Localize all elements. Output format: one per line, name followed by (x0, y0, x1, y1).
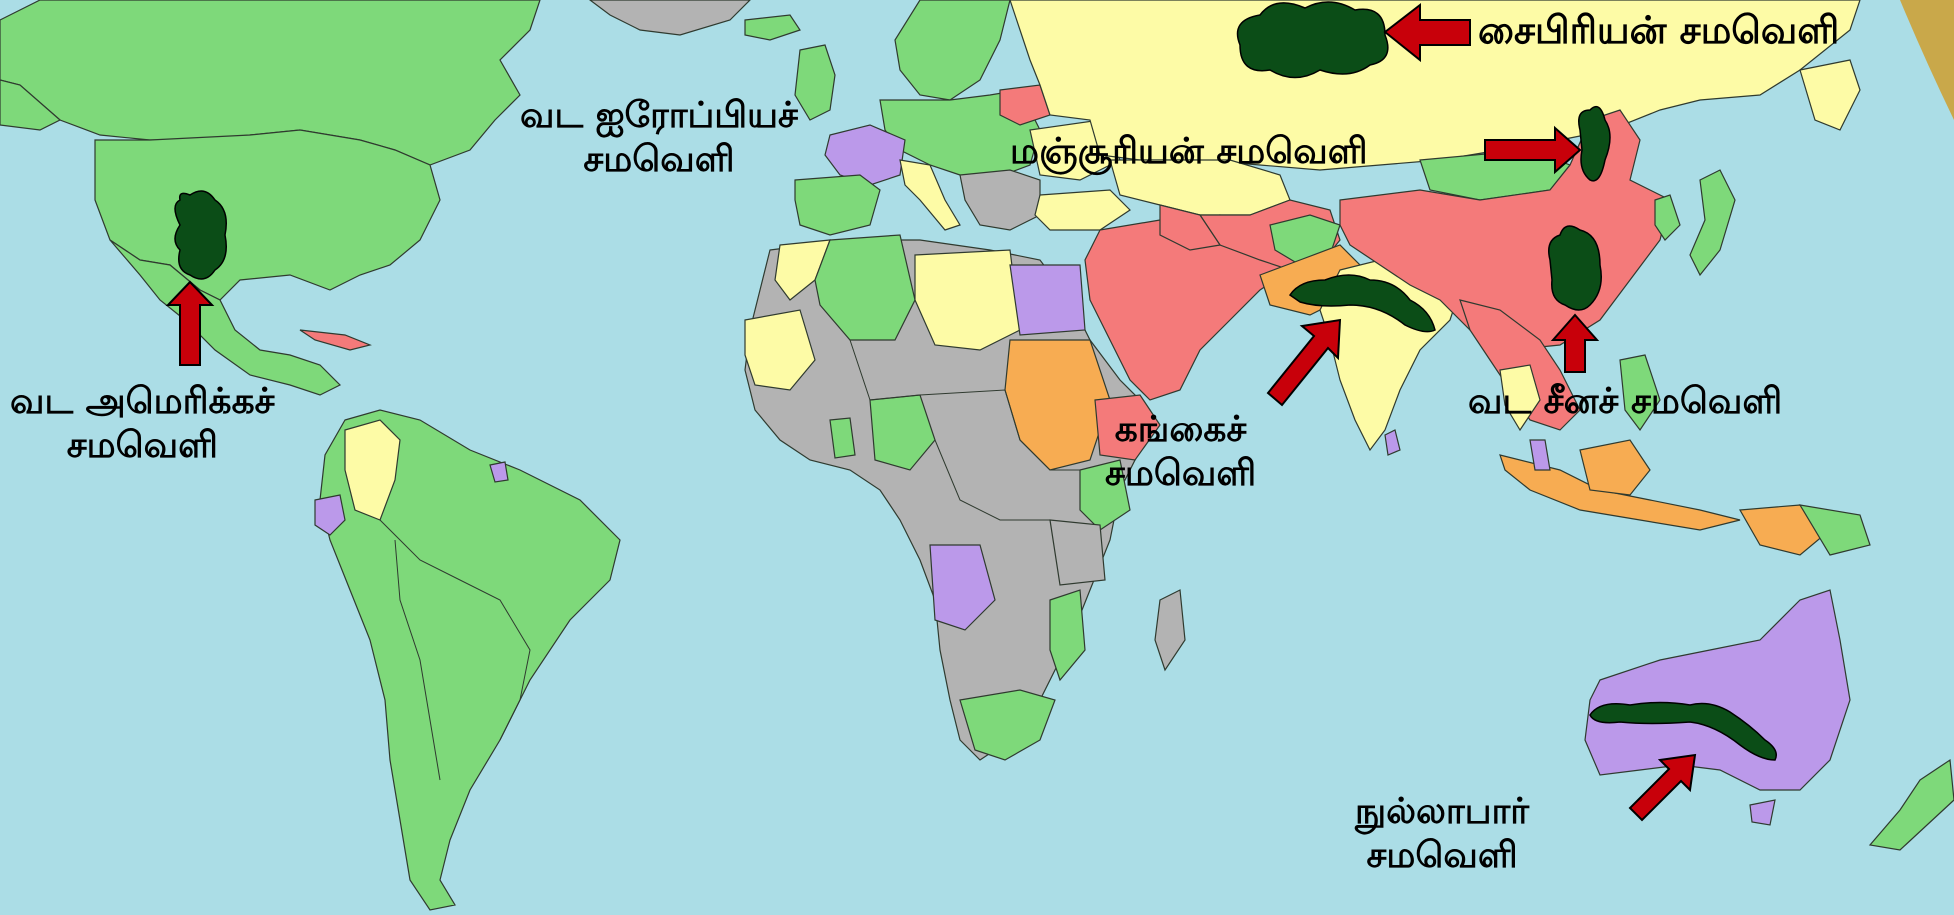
alaska-region (0, 79, 62, 131)
balkans-region (959, 169, 1041, 231)
australia-region (1584, 589, 1851, 791)
manchurian-plain-blob (1578, 105, 1611, 182)
manchurian-plain-label: மஞ்சூரியன் சமவெளி (1010, 130, 1368, 174)
north-china-arrow (1550, 313, 1600, 373)
north-china-plain-label: வட சீனச் சமவெளி (1468, 380, 1782, 424)
siberian-plain-text: சைபிரியன் சமவெளி (1478, 8, 1840, 52)
andes-border (394, 539, 441, 781)
north-american-line1: வட அமெரிக்கச் (10, 381, 275, 422)
siberian-arrow (1383, 2, 1471, 63)
nullarbor-arrow (1628, 753, 1697, 822)
philippines-region (1619, 354, 1661, 432)
kenya-region (1079, 459, 1131, 531)
ecuador-region (314, 494, 346, 536)
siberian-plain-label: சைபிரியன் சமவெளி (1478, 8, 1839, 52)
tanzania-region (1049, 519, 1106, 586)
manchurian-plain-text: மஞ்சூரியன் சமவெளி (1010, 131, 1368, 172)
cuba-region (299, 329, 372, 351)
north-china-plain-blob (1548, 225, 1602, 311)
egypt-region (1009, 264, 1086, 336)
madagascar-region (1154, 589, 1186, 672)
gangetic-arrow (1266, 318, 1342, 407)
africa-borders-2 (934, 439, 1050, 521)
mozambique-region (1049, 589, 1086, 682)
north-american-line2: சமவெளி (66, 425, 218, 466)
nullarbor-line1: நுல்லாபார் (1355, 791, 1530, 832)
korea-region (1654, 194, 1681, 241)
tasmania-region (1749, 799, 1776, 826)
mauritania-region (744, 309, 816, 391)
morocco-region (774, 239, 831, 301)
iceland-region (744, 14, 801, 41)
angola-region (929, 544, 996, 631)
borneo-region (1579, 439, 1651, 496)
manchurian-arrow (1484, 125, 1582, 175)
north-european-plain-label: வட ஐரோப்பியச் சமவெளி (520, 94, 798, 182)
gangetic-line2: சமவெளி (1105, 453, 1257, 494)
belarus-region (999, 84, 1051, 126)
suriname-region (489, 461, 509, 483)
russia-region (1009, 0, 1861, 171)
nullarbor-plain-label: நுல்லாபார் சமவெளி (1355, 790, 1529, 878)
japan-region (1689, 169, 1736, 277)
italy-region (899, 159, 961, 231)
iberia-region (794, 174, 881, 236)
colombia-region (344, 419, 401, 521)
gangetic-plain-blob (1288, 274, 1436, 333)
north-american-plain-blob (174, 190, 227, 280)
png-region (1798, 504, 1871, 556)
south-america-borders (379, 519, 531, 741)
greenland-region (589, 0, 751, 36)
algeria-region (814, 234, 916, 341)
uk-region (794, 44, 836, 121)
libya-region (914, 249, 1021, 351)
north-china-plain-text: வட சீனச் சமவெளி (1468, 381, 1783, 422)
south-africa-region (959, 689, 1056, 761)
malaysia-region (1529, 439, 1551, 471)
north-american-plain-label: வட அமெரிக்கச் சமவெளி (10, 380, 275, 468)
nullarbor-line2: சமவெளி (1366, 835, 1518, 876)
africa-borders (849, 339, 1080, 471)
ethiopia-region (1094, 394, 1161, 461)
gold-corner-decoration (1900, 0, 1954, 120)
north-european-line2: சமவெளி (583, 139, 735, 180)
gangetic-plain-label: கங்கைச் சமவெளி (1105, 408, 1256, 496)
kamchatka-region (1799, 59, 1861, 131)
thailand-region (1499, 364, 1541, 432)
sri-lanka-region (1384, 429, 1401, 456)
nullarbor-plain-blob (1589, 701, 1777, 761)
central-asia-region (1159, 204, 1222, 251)
france-region (824, 124, 906, 186)
siberian-plain-blob (1236, 1, 1389, 79)
new-zealand-region (1868, 758, 1954, 851)
north-european-line1: வட ஐரோப்பியச் (520, 95, 798, 136)
ghana-region (829, 417, 856, 459)
gangetic-line1: கங்கைச் (1114, 409, 1247, 450)
southeast-asia-region (1459, 299, 1581, 431)
north-american-arrow (165, 280, 215, 366)
